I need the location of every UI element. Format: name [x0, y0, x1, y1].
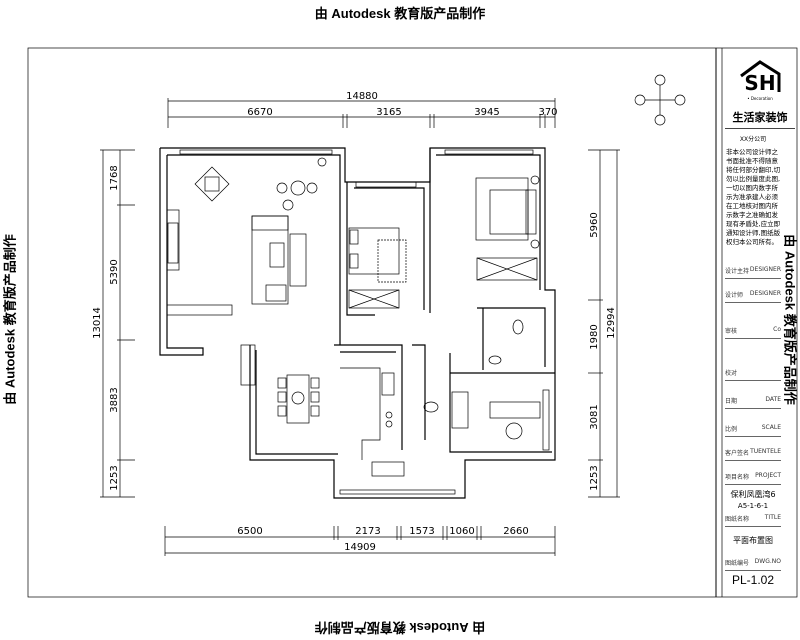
branch-name: XX分公司: [739, 136, 767, 143]
dim-right-seg: 1253: [589, 465, 600, 490]
project-name: 保利凤凰湾6: [730, 490, 776, 499]
walls: [159, 147, 556, 499]
bottom-dimensions: 6500 2173 1573 1060 2660 14909: [164, 526, 556, 556]
dim-left-seg: 1768: [109, 165, 120, 190]
dim-left-seg: 3883: [109, 387, 120, 412]
dim-bottom-seg: 6500: [237, 526, 262, 537]
dim-bottom-seg: 2173: [355, 526, 380, 537]
house-logo-icon: SH: [740, 60, 781, 95]
top-dimensions: 14880 6670 3165 3945 370: [167, 91, 558, 128]
master-bed: [475, 175, 540, 281]
dim-top-seg: 6670: [247, 107, 272, 118]
svg-text:SH: SH: [744, 71, 775, 95]
company-name: 生活家装饰: [732, 111, 788, 124]
tv-wall: [167, 222, 179, 264]
logo-subtitle: • Decoration: [747, 96, 773, 101]
dim-top-seg: 3165: [376, 107, 401, 118]
sheet-border: [27, 47, 798, 598]
toilets: [423, 319, 524, 413]
company-logo: SH • Decoration 生活家装饰: [723, 56, 797, 125]
left-dimensions: 13014 1768 5390 3883 1253: [92, 149, 135, 498]
dim-right-seg: 1980: [589, 324, 600, 349]
dim-left-seg: 1253: [109, 465, 120, 490]
study-desk: [451, 391, 541, 440]
project-unit: A5-1-6-1: [737, 502, 769, 510]
dim-left-seg: 5390: [109, 259, 120, 284]
drawing-title: 平面布置图: [733, 536, 773, 545]
dim-left-total: 13014: [92, 307, 103, 339]
right-dimensions: 5960 1980 3081 1253 12994: [588, 149, 620, 498]
dining-table: [277, 374, 320, 424]
dim-right-seg: 3081: [589, 404, 600, 429]
dim-right-seg: 5960: [589, 212, 600, 237]
dim-right-total: 12994: [606, 307, 617, 339]
title-block: SH • Decoration 生活家装饰 XX分公司 非本公司设计师之书面批准…: [723, 48, 797, 597]
bed-2: [348, 227, 407, 309]
dim-bottom-seg: 1573: [409, 526, 434, 537]
watermark-top: 由 Autodesk 教育版产品制作: [314, 6, 486, 21]
dim-top-total: 14880: [346, 91, 378, 102]
sofa: [251, 215, 307, 305]
dim-top-seg: 3945: [474, 107, 499, 118]
plants: [276, 157, 327, 211]
drawing-number: PL-1.02: [731, 573, 775, 587]
dim-top-seg: 370: [538, 107, 557, 118]
field-row: 校对: [725, 368, 781, 381]
dim-bottom-seg: 2660: [503, 526, 528, 537]
tea-table-set: [194, 166, 230, 202]
kitchen-counter: [340, 367, 405, 477]
furniture: [167, 74, 686, 477]
compass-symbol: [634, 74, 686, 126]
dim-bottom-seg: 1060: [449, 526, 474, 537]
dim-bottom-total: 14909: [344, 542, 376, 553]
copyright-notice: 非本公司设计师之书面批准不得随意将任何部分翻印,切勿以比例量度此图,一切以图内数…: [726, 148, 781, 246]
